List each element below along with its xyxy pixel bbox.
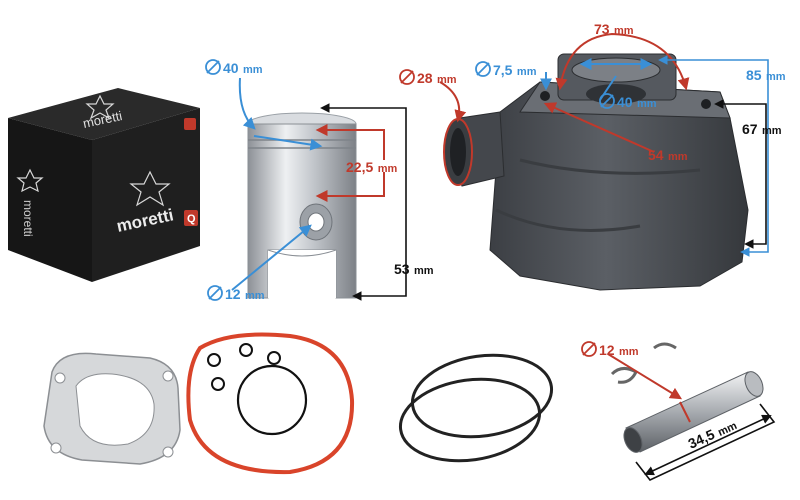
cylinder-height-label: 67 mm xyxy=(742,121,782,137)
box-icon: moretti moretti Q moretti xyxy=(8,88,200,282)
o-ring-set-icon xyxy=(186,332,355,475)
piston-rings-icon xyxy=(398,353,554,463)
diameter-icon xyxy=(399,69,415,85)
piston-pin-diameter-label: 12 mm xyxy=(206,284,265,303)
cylinder-spacing-label: 54 mm xyxy=(648,147,688,163)
diameter-icon xyxy=(205,59,221,75)
diameter-icon xyxy=(207,285,223,301)
quality-badge-label: Q xyxy=(187,213,196,225)
stud-hole-diameter-label: 7,5 mm xyxy=(474,60,536,79)
piston-pin-height-label: 22,5 mm xyxy=(346,159,398,175)
piston-height-label: 53 mm xyxy=(394,261,434,277)
piston-icon xyxy=(247,112,357,299)
cylinder-total-height-label: 85 mm xyxy=(746,67,786,83)
quality-badge xyxy=(184,210,198,226)
box-brand-side: moretti xyxy=(21,200,35,237)
intake-diameter-label: 28 mm xyxy=(398,68,457,87)
diameter-icon xyxy=(475,61,491,77)
cylinder-icon xyxy=(443,53,749,291)
base-gasket-icon xyxy=(43,352,181,465)
diameter-icon xyxy=(599,93,615,109)
stud-spacing-label: 73 mm xyxy=(594,21,634,37)
bore-diameter-label: 40 mm xyxy=(598,92,657,111)
wrist-pin-diameter-label: 12 mm xyxy=(580,340,639,359)
piston-diameter-label: 40 mm xyxy=(204,58,263,77)
diameter-icon xyxy=(581,341,597,357)
